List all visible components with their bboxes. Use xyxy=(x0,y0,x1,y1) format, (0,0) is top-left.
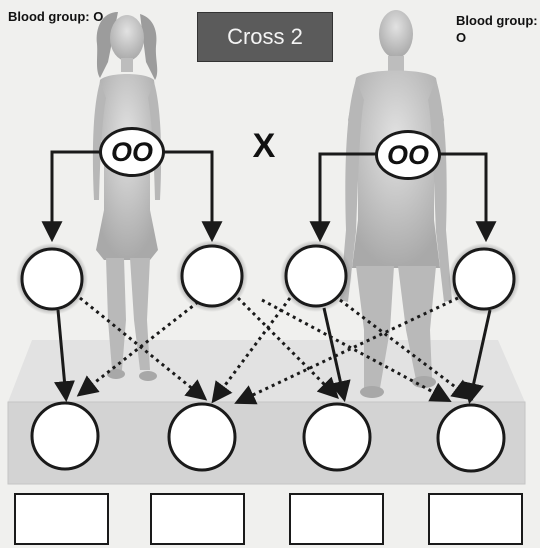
offspring-circle xyxy=(169,404,235,470)
answer-box-1[interactable] xyxy=(14,493,109,545)
father-blood-group-label: Blood group: O xyxy=(456,12,540,46)
arrow-icon xyxy=(164,152,212,238)
offspring-circle xyxy=(32,403,98,469)
arrow-icon xyxy=(52,152,100,238)
mother-blood-group-label: Blood group: O xyxy=(8,8,108,25)
cross-symbol: X xyxy=(246,126,282,166)
gamete-circle xyxy=(22,249,82,309)
answer-box-3[interactable] xyxy=(289,493,384,545)
gamete-circle xyxy=(182,246,242,306)
diagram-title: Cross 2 xyxy=(197,12,333,62)
offspring-circle xyxy=(304,404,370,470)
male-figure-icon xyxy=(340,10,452,398)
answer-box-2[interactable] xyxy=(150,493,245,545)
offspring-circle xyxy=(438,405,504,471)
arrow-icon xyxy=(440,154,486,238)
mother-genotype: OO xyxy=(99,127,165,177)
gamete-circle xyxy=(286,246,346,306)
answer-box-4[interactable] xyxy=(428,493,523,545)
female-figure-icon xyxy=(93,12,161,381)
gamete-circle xyxy=(454,249,514,309)
father-genotype: OO xyxy=(375,130,441,180)
